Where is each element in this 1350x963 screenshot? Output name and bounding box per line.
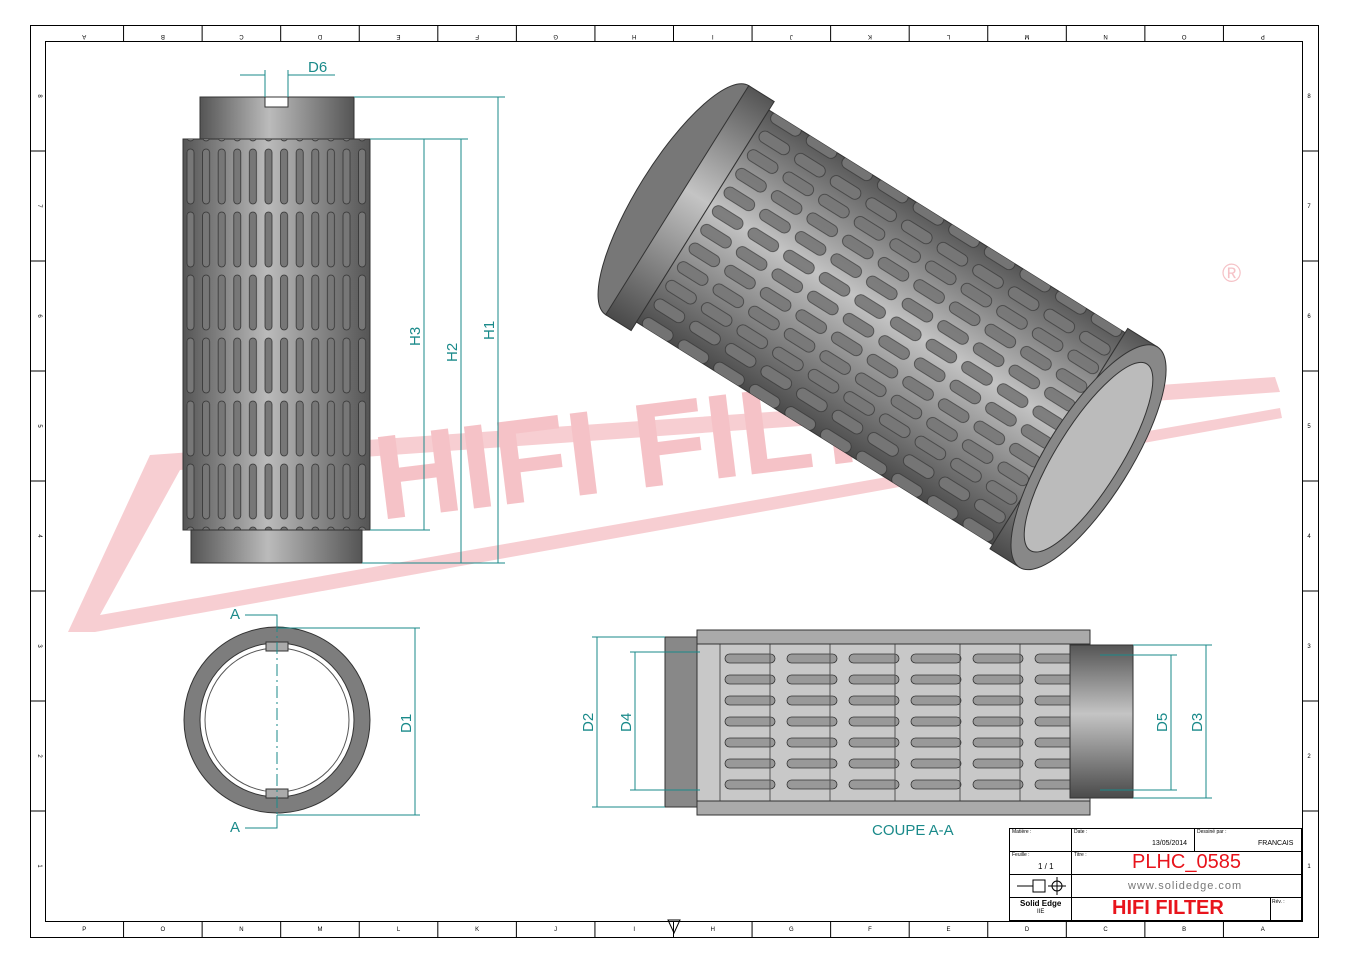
column-marker-top: M bbox=[1025, 33, 1030, 39]
column-marker-bottom: L bbox=[397, 927, 401, 933]
column-marker-bottom: B bbox=[1182, 927, 1186, 933]
row-marker-left: 1 bbox=[36, 864, 42, 868]
date-label: Date : bbox=[1074, 829, 1088, 835]
column-marker-top: G bbox=[553, 33, 558, 39]
column-marker-top: K bbox=[868, 33, 872, 39]
software-name: Solid Edge bbox=[1020, 899, 1062, 908]
column-marker-top: D bbox=[317, 33, 322, 39]
column-marker-bottom: E bbox=[946, 927, 950, 933]
column-marker-bottom: H bbox=[711, 927, 715, 933]
column-marker-top: N bbox=[1103, 33, 1107, 39]
column-marker-top: H bbox=[632, 33, 636, 39]
dim-d4: D4 bbox=[618, 713, 635, 732]
column-marker-bottom: F bbox=[868, 927, 872, 933]
row-marker-left: 4 bbox=[36, 534, 42, 538]
dim-d6: D6 bbox=[308, 59, 327, 76]
column-marker-top: C bbox=[239, 33, 244, 39]
dim-d5: D5 bbox=[1154, 713, 1171, 732]
section-mark-bottom: A bbox=[230, 819, 240, 836]
column-marker-top: A bbox=[82, 33, 86, 39]
matiere-label: Matière : bbox=[1012, 829, 1032, 835]
column-marker-top: L bbox=[946, 33, 950, 39]
row-marker-right: 7 bbox=[1307, 204, 1311, 210]
row-marker-left: 7 bbox=[36, 204, 42, 208]
zone-markers: P P O O N N M M L L K K J J I I H H G G F F E E D D C C B B A A 8 8 7 7 6 6 5 5… bbox=[30, 25, 1318, 937]
drawing-title: PLHC_0585 bbox=[1132, 851, 1241, 873]
rev-label: Rév. : bbox=[1272, 899, 1285, 905]
date-value: 13/05/2014 bbox=[1152, 840, 1188, 847]
column-marker-top: E bbox=[397, 33, 401, 39]
dim-d1: D1 bbox=[398, 714, 415, 733]
titre-label: Titre : bbox=[1074, 852, 1087, 858]
column-marker-bottom: P bbox=[82, 927, 86, 933]
column-marker-bottom: J bbox=[554, 927, 557, 933]
software-sub: IIE bbox=[1037, 909, 1045, 915]
dim-d3: D3 bbox=[1189, 713, 1206, 732]
company-name: HIFI FILTER bbox=[1112, 897, 1224, 919]
dessine-value: FRANCAIS bbox=[1258, 840, 1294, 847]
column-marker-top: P bbox=[1261, 33, 1265, 39]
column-marker-bottom: G bbox=[789, 927, 794, 933]
column-marker-bottom: M bbox=[317, 927, 322, 933]
row-marker-right: 2 bbox=[1307, 754, 1311, 760]
feuille-label: Feuille : bbox=[1012, 852, 1030, 858]
row-marker-right: 6 bbox=[1307, 314, 1311, 320]
row-marker-right: 1 bbox=[1307, 864, 1311, 870]
dim-d2: D2 bbox=[580, 713, 597, 732]
feuille-value: 1 / 1 bbox=[1038, 862, 1054, 871]
row-marker-left: 2 bbox=[36, 754, 42, 758]
column-marker-top: I bbox=[712, 33, 714, 39]
column-marker-top: O bbox=[1181, 33, 1186, 39]
end-view bbox=[183, 620, 371, 820]
dim-h3: H3 bbox=[407, 327, 424, 346]
section-dimensions: D2 D4 D5 D3 COUPE A-A bbox=[580, 636, 1212, 839]
column-marker-bottom: C bbox=[1103, 927, 1108, 933]
row-marker-left: 5 bbox=[36, 424, 42, 428]
row-marker-right: 5 bbox=[1307, 424, 1311, 430]
front-dimensions: D6 H3 H2 H1 bbox=[240, 59, 505, 564]
dim-h2: H2 bbox=[444, 343, 461, 362]
dim-h1: H1 bbox=[481, 321, 498, 340]
dessine-label: Dessiné par : bbox=[1197, 829, 1227, 835]
column-marker-bottom: O bbox=[161, 927, 166, 933]
column-marker-top: J bbox=[790, 33, 793, 39]
title-block bbox=[1009, 828, 1302, 921]
column-marker-bottom: A bbox=[1261, 927, 1265, 933]
column-marker-bottom: K bbox=[475, 927, 479, 933]
section-view bbox=[664, 629, 1134, 816]
column-marker-bottom: N bbox=[239, 927, 243, 933]
column-marker-bottom: D bbox=[1025, 927, 1030, 933]
front-view bbox=[182, 96, 371, 564]
column-marker-top: B bbox=[161, 33, 165, 39]
registered-mark: ® bbox=[1222, 258, 1241, 288]
website-url: www.solidedge.com bbox=[1128, 880, 1243, 892]
row-marker-right: 4 bbox=[1307, 534, 1311, 540]
row-marker-right: 8 bbox=[1307, 94, 1311, 100]
row-marker-left: 6 bbox=[36, 314, 42, 318]
column-marker-top: F bbox=[475, 33, 479, 39]
isometric-view bbox=[597, 83, 1167, 571]
centering-mark bbox=[667, 919, 681, 935]
end-dimensions: A A D1 bbox=[230, 606, 420, 836]
section-mark-top: A bbox=[230, 606, 240, 623]
section-label: COUPE A-A bbox=[872, 822, 954, 839]
row-marker-right: 3 bbox=[1307, 644, 1311, 650]
row-marker-left: 3 bbox=[36, 644, 42, 648]
row-marker-left: 8 bbox=[36, 94, 42, 98]
column-marker-bottom: I bbox=[633, 927, 635, 933]
